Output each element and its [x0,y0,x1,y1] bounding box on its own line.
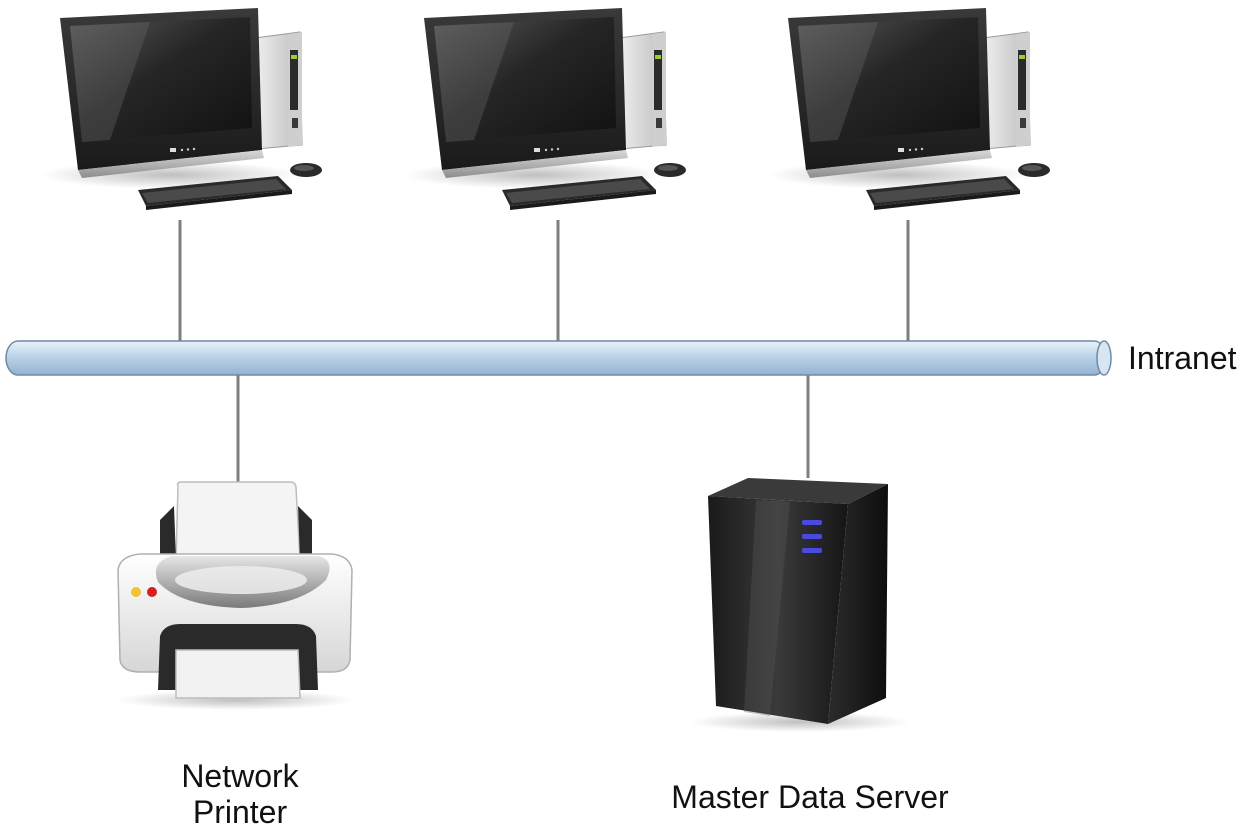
computer-3-icon [767,7,1051,211]
server-tower-icon [690,478,910,732]
server-led-1 [802,520,822,525]
intranet-bus [5,340,1112,376]
server-led-3 [802,548,822,553]
computer-2-icon [403,7,687,211]
intranet-label: Intranet [1128,340,1237,376]
server-led-2 [802,534,822,539]
master-data-server-label: Master Data Server [671,779,949,815]
printer-icon [116,481,356,710]
network-printer-label: Network Printer [181,758,299,830]
connector-lines [178,220,910,482]
printer-yellow-led [131,587,141,597]
computer-1-icon [39,7,323,211]
printer-red-led [147,587,157,597]
